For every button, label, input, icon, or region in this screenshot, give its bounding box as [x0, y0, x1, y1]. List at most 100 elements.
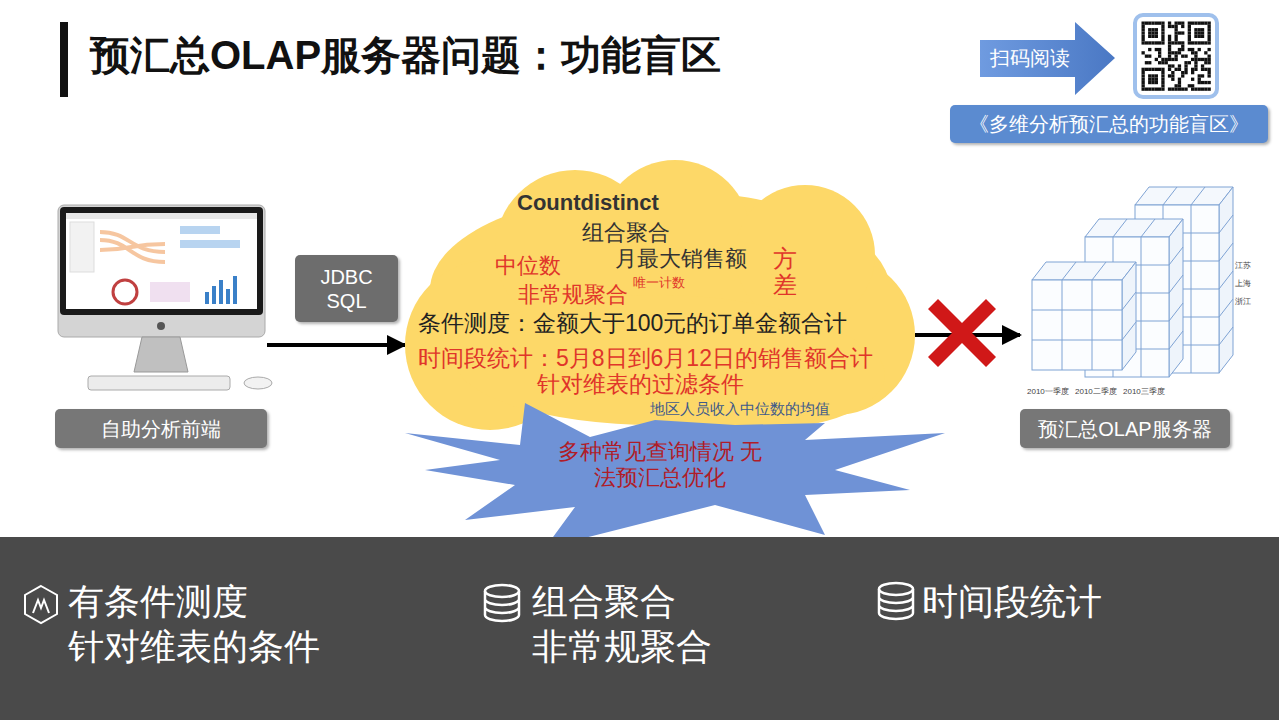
qr-module: [1161, 81, 1164, 84]
qr-module: [1175, 51, 1178, 54]
qr-module: [1161, 68, 1164, 71]
qr-module: [1204, 41, 1207, 44]
qr-module: [1158, 88, 1161, 91]
cloud-chart: [150, 282, 190, 302]
qr-module: [1171, 51, 1174, 54]
qr-module: [1151, 68, 1154, 71]
cube-grid: [1219, 327, 1233, 345]
pie: [113, 280, 137, 304]
qr-module: [1142, 28, 1145, 31]
node-box: JDBC SQL: [295, 255, 398, 322]
cloud-text: 唯一计数: [633, 276, 685, 291]
cube-grid: [1032, 310, 1122, 311]
qr-module: [1142, 84, 1145, 87]
qr-module: [1155, 88, 1158, 91]
qr-module: [1198, 78, 1201, 81]
qr-module: [1148, 31, 1151, 34]
qr-module: [1155, 22, 1158, 25]
qr-module: [1198, 81, 1201, 84]
qr-module: [1168, 22, 1171, 25]
cube-front: [1032, 280, 1122, 370]
qr-module: [1148, 28, 1151, 31]
cube-grid: [1141, 237, 1142, 377]
qr-module: [1178, 84, 1181, 87]
qr-module: [1178, 41, 1181, 44]
qr-module: [1175, 25, 1178, 28]
qr-module: [1148, 35, 1151, 38]
cloud-text: 中位数: [495, 253, 561, 278]
qr-module: [1171, 25, 1174, 28]
cube-grid: [1092, 262, 1106, 280]
qr-module: [1194, 31, 1197, 34]
qr-module: [1191, 88, 1194, 91]
qr-module: [1175, 41, 1178, 44]
qr-module: [1175, 68, 1178, 71]
qr-module: [1194, 55, 1197, 58]
qr-module: [1191, 71, 1194, 74]
connector-arrow: [915, 333, 1020, 337]
qr-module: [1188, 35, 1191, 38]
qr-module: [1148, 78, 1151, 81]
screen: [66, 213, 257, 309]
qr-module: [1191, 22, 1194, 25]
qr-module: [1171, 64, 1174, 67]
qr-module: [1181, 45, 1184, 48]
qr-module: [1151, 22, 1154, 25]
cube-grid: [1062, 262, 1076, 280]
qr-module: [1178, 64, 1181, 67]
qr-module: [1204, 22, 1207, 25]
cloud-text: 方差: [773, 246, 797, 299]
qr-module: [1184, 71, 1187, 74]
qr-module: [1194, 35, 1197, 38]
qr-module: [1142, 31, 1145, 34]
qr-module: [1168, 74, 1171, 77]
qr-module: [1148, 55, 1151, 58]
node-figure: 预汇总OLAP服务器: [1020, 170, 1230, 448]
qr-module: [1208, 74, 1211, 77]
cloud-text: 时间段统计：5月8日到6月12日的销售额合计: [418, 345, 873, 371]
qr-module: [1184, 88, 1187, 91]
qr-module: [1161, 25, 1164, 28]
monitor: [58, 205, 265, 337]
qr-module: [1198, 74, 1201, 77]
qr-module: [1198, 31, 1201, 34]
cube-grid: [1169, 247, 1183, 265]
node-burst: 多种常见查询情况 无法预汇总优化: [405, 395, 950, 550]
cube-axis-label: 江苏: [1234, 262, 1252, 271]
olap-cube: [1032, 187, 1233, 377]
qr-module: [1191, 51, 1194, 54]
qr-module: [1155, 41, 1158, 44]
qr-module: [1178, 31, 1181, 34]
qr-module: [1165, 58, 1168, 61]
qr-module: [1194, 58, 1197, 61]
qr-module: [1204, 68, 1207, 71]
qr-module: [1208, 25, 1211, 28]
qr-module: [1181, 41, 1184, 44]
qr-module: [1201, 88, 1204, 91]
qr-module: [1155, 81, 1158, 84]
qr-module: [1148, 68, 1151, 71]
cube-grid: [1163, 187, 1177, 205]
qr-module: [1171, 58, 1174, 61]
box-label: JDBC SQL: [316, 265, 378, 313]
qr-module: [1198, 58, 1201, 61]
screen-panel: [70, 222, 94, 272]
qr-module: [1161, 71, 1164, 74]
bezel: [60, 207, 263, 315]
qr-module: [1142, 71, 1145, 74]
qr-code: [1135, 15, 1217, 97]
qr-module: [1158, 48, 1161, 51]
qr-module: [1181, 55, 1184, 58]
qr-module: [1181, 48, 1184, 51]
qr-module: [1178, 22, 1181, 25]
cube-top: [1032, 262, 1136, 280]
cube-grid: [1122, 322, 1136, 340]
cloud-text: 非常规聚合: [518, 282, 628, 307]
qr-module: [1201, 28, 1204, 31]
qr-module: [1188, 48, 1191, 51]
qr-module: [1204, 61, 1207, 64]
qr-module: [1175, 88, 1178, 91]
qr-module: [1178, 81, 1181, 84]
qr-module: [1158, 61, 1161, 64]
qr-module: [1158, 41, 1161, 44]
